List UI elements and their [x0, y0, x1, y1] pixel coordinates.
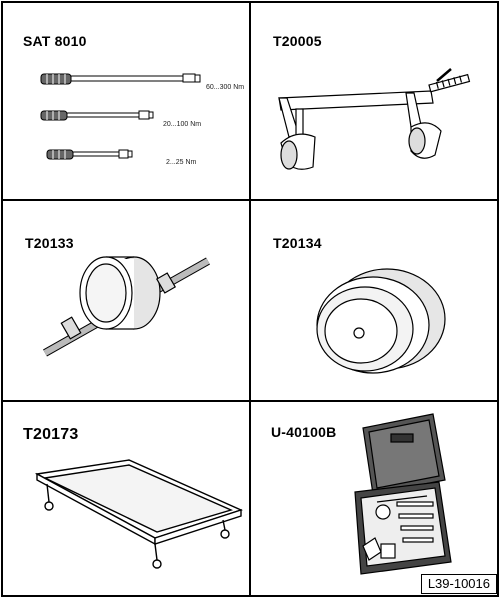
tool-cell-t20173: T20173 [1, 400, 251, 597]
puller-frame-illustration [278, 68, 471, 170]
tool-cell-t20133: T20133 [1, 199, 251, 402]
adapter-disc-illustration [316, 268, 446, 374]
torque-wrench-medium [40, 110, 154, 121]
torque-range-large: 60...300 Nm [206, 84, 245, 91]
tool-label: T20134 [273, 235, 322, 251]
torque-range-small: 2...25 Nm [166, 159, 197, 166]
tool-label: SAT 8010 [23, 33, 87, 49]
torque-range-medium: 20...100 Nm [163, 121, 202, 128]
tool-label: T20173 [23, 426, 79, 443]
torque-wrench-large [40, 73, 201, 85]
tool-cell-t20005: T20005 [249, 1, 499, 201]
tool-cell-t20134: T20134 [249, 199, 499, 402]
tool-label: T20133 [25, 235, 74, 251]
reference-code: L39-10016 [420, 574, 497, 594]
drip-tray-illustration [34, 459, 243, 569]
threaded-drift-illustration [43, 256, 210, 357]
tool-label: U-40100B [271, 424, 337, 440]
torque-wrenches-illustration [40, 73, 201, 160]
tool-cell-u40100b: U-40100B [249, 400, 499, 597]
torque-wrench-small [46, 149, 133, 160]
tool-case-illustration [354, 413, 452, 575]
tool-label: T20005 [273, 33, 322, 49]
tool-cell-sat8010: SAT 8010 [1, 1, 251, 201]
